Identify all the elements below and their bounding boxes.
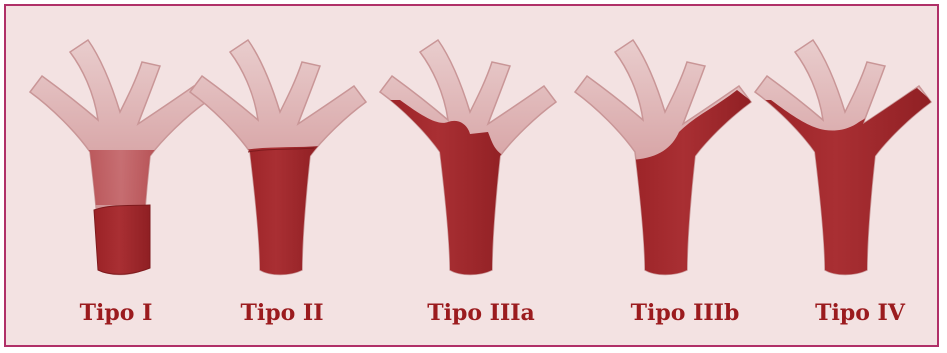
label-tipo-ii: Tipo II [240, 296, 323, 330]
label-tipo-iiib: Tipo IIIb [631, 296, 740, 330]
vessel-tipo-ii [190, 40, 366, 290]
label-tipo-iiia: Tipo IIIa [427, 296, 535, 330]
vessel-tipo-iv [755, 40, 935, 290]
vessel-tipo-i [30, 40, 206, 275]
vessel-tipo-iiia [380, 40, 556, 290]
label-tipo-i: Tipo I [80, 296, 153, 330]
vessel-tipo-iiib [575, 40, 755, 290]
label-tipo-iv: Tipo IV [815, 296, 905, 330]
